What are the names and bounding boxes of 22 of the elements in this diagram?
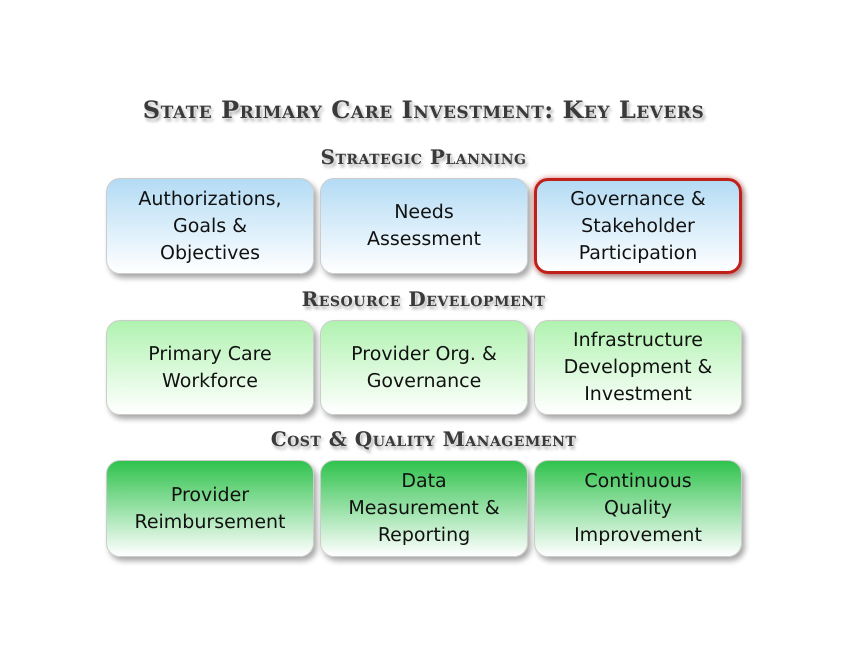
lever-box xyxy=(534,178,742,274)
box-text: Primary Care Workforce xyxy=(147,342,273,394)
lever-box xyxy=(320,460,528,557)
box-text: Infrastructure Development & Investment xyxy=(562,328,714,407)
section-heading: Resource Development xyxy=(300,287,546,311)
lever-box xyxy=(106,320,314,415)
lever-box xyxy=(534,320,742,415)
box-text: Provider Org. & Governance xyxy=(350,342,498,394)
lever-box xyxy=(534,460,742,557)
diagram-title: State Primary Care Investment: Key Levers xyxy=(142,95,706,124)
lever-box xyxy=(320,320,528,415)
box-text: Data Measurement & Reporting xyxy=(347,469,501,548)
lever-box xyxy=(106,178,314,274)
lever-box xyxy=(320,178,528,274)
box-text: Continuous Quality Improvement xyxy=(573,469,703,548)
section-heading: Strategic Planning xyxy=(320,145,528,169)
section-heading: Cost & Quality Management xyxy=(270,427,578,451)
lever-box xyxy=(106,460,314,557)
box-text: Provider Reimbursement xyxy=(133,482,287,534)
box-text: Needs Assessment xyxy=(366,200,482,252)
box-text: Governance & Stakeholder Participation xyxy=(569,186,707,266)
box-text: Authorizations, Goals & Objectives xyxy=(137,186,283,266)
